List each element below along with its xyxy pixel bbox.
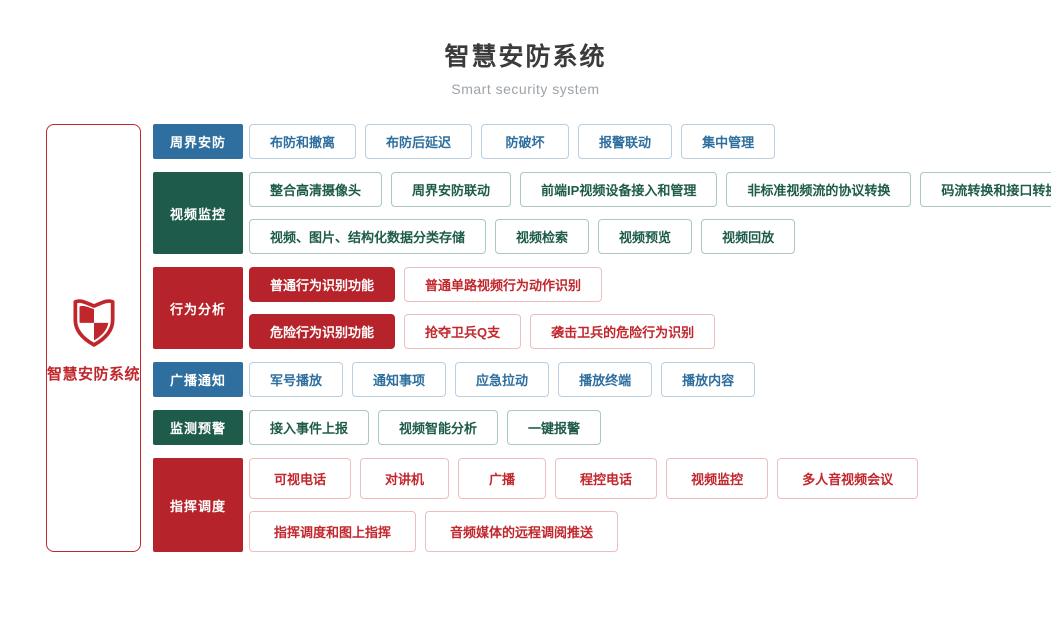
category-label-4[interactable]: 广播通知 bbox=[153, 362, 244, 397]
category-row-2: 视频监控整合高清摄像头周界安防联动前端IP视频设备接入和管理非标准视频流的协议转… bbox=[153, 172, 1051, 254]
category-label-3[interactable]: 行为分析 bbox=[153, 267, 244, 349]
item-line: 整合高清摄像头周界安防联动前端IP视频设备接入和管理非标准视频流的协议转换码流转… bbox=[249, 172, 1051, 207]
feature-item[interactable]: 多人音视频会议 bbox=[777, 458, 919, 499]
item-line: 视频、图片、结构化数据分类存储视频检索视频预览视频回放 bbox=[249, 219, 1051, 254]
feature-item[interactable]: 普通行为识别功能 bbox=[249, 267, 396, 302]
system-root-label: 智慧安防系统 bbox=[47, 365, 141, 383]
feature-item[interactable]: 一键报警 bbox=[507, 410, 602, 445]
feature-item[interactable]: 播放内容 bbox=[661, 362, 756, 397]
feature-item[interactable]: 前端IP视频设备接入和管理 bbox=[520, 172, 718, 207]
item-lines: 接入事件上报视频智能分析一键报警 bbox=[249, 410, 602, 445]
shield-icon bbox=[68, 293, 120, 349]
page-header: 智慧安防系统 Smart security system bbox=[0, 0, 1051, 97]
feature-item[interactable]: 广播 bbox=[458, 458, 547, 499]
item-line: 军号播放通知事项应急拉动播放终端播放内容 bbox=[249, 362, 756, 397]
item-lines: 整合高清摄像头周界安防联动前端IP视频设备接入和管理非标准视频流的协议转换码流转… bbox=[249, 172, 1051, 254]
feature-item[interactable]: 通知事项 bbox=[352, 362, 447, 397]
feature-item[interactable]: 可视电话 bbox=[249, 458, 352, 499]
feature-item[interactable]: 接入事件上报 bbox=[249, 410, 370, 445]
category-row-4: 广播通知军号播放通知事项应急拉动播放终端播放内容 bbox=[153, 362, 1051, 397]
feature-item[interactable]: 视频检索 bbox=[495, 219, 590, 254]
item-line: 普通行为识别功能普通单路视频行为动作识别 bbox=[249, 267, 715, 302]
feature-item[interactable]: 危险行为识别功能 bbox=[249, 314, 396, 349]
feature-item[interactable]: 指挥调度和图上指挥 bbox=[249, 511, 417, 552]
item-line: 接入事件上报视频智能分析一键报警 bbox=[249, 410, 602, 445]
category-row-1: 周界安防布防和撤离布防后延迟防破坏报警联动集中管理 bbox=[153, 124, 1051, 159]
item-line: 危险行为识别功能抢夺卫兵Q支袭击卫兵的危险行为识别 bbox=[249, 314, 716, 349]
feature-item[interactable]: 视频预览 bbox=[598, 219, 693, 254]
item-line: 可视电话对讲机广播程控电话视频监控多人音视频会议 bbox=[249, 458, 919, 499]
category-label-2[interactable]: 视频监控 bbox=[153, 172, 244, 254]
category-row-6: 指挥调度可视电话对讲机广播程控电话视频监控多人音视频会议指挥调度和图上指挥音频媒… bbox=[153, 458, 1051, 552]
item-lines: 布防和撤离布防后延迟防破坏报警联动集中管理 bbox=[249, 124, 776, 159]
feature-item[interactable]: 防破坏 bbox=[481, 124, 570, 159]
feature-item[interactable]: 报警联动 bbox=[578, 124, 673, 159]
feature-item[interactable]: 视频智能分析 bbox=[378, 410, 499, 445]
feature-item[interactable]: 整合高清摄像头 bbox=[249, 172, 383, 207]
category-label-5[interactable]: 监测预警 bbox=[153, 410, 244, 445]
feature-map: 周界安防布防和撤离布防后延迟防破坏报警联动集中管理视频监控整合高清摄像头周界安防… bbox=[153, 124, 1051, 552]
feature-item[interactable]: 普通单路视频行为动作识别 bbox=[404, 267, 603, 302]
category-label-6[interactable]: 指挥调度 bbox=[153, 458, 244, 552]
category-row-3: 行为分析普通行为识别功能普通单路视频行为动作识别危险行为识别功能抢夺卫兵Q支袭击… bbox=[153, 267, 1051, 349]
feature-item[interactable]: 集中管理 bbox=[681, 124, 776, 159]
item-lines: 普通行为识别功能普通单路视频行为动作识别危险行为识别功能抢夺卫兵Q支袭击卫兵的危… bbox=[249, 267, 716, 349]
feature-item[interactable]: 应急拉动 bbox=[455, 362, 550, 397]
feature-item[interactable]: 对讲机 bbox=[360, 458, 450, 499]
feature-item[interactable]: 军号播放 bbox=[249, 362, 344, 397]
feature-item[interactable]: 播放终端 bbox=[558, 362, 653, 397]
item-line: 布防和撤离布防后延迟防破坏报警联动集中管理 bbox=[249, 124, 776, 159]
item-lines: 可视电话对讲机广播程控电话视频监控多人音视频会议指挥调度和图上指挥音频媒体的远程… bbox=[249, 458, 919, 552]
system-root-panel: 智慧安防系统 bbox=[46, 124, 142, 552]
feature-item[interactable]: 布防后延迟 bbox=[365, 124, 473, 159]
feature-item[interactable]: 布防和撤离 bbox=[249, 124, 357, 159]
feature-item[interactable]: 袭击卫兵的危险行为识别 bbox=[530, 314, 716, 349]
feature-item[interactable]: 抢夺卫兵Q支 bbox=[404, 314, 522, 349]
diagram-content: 智慧安防系统 周界安防布防和撤离布防后延迟防破坏报警联动集中管理视频监控整合高清… bbox=[46, 124, 1051, 552]
feature-item[interactable]: 周界安防联动 bbox=[391, 172, 512, 207]
feature-item[interactable]: 视频、图片、结构化数据分类存储 bbox=[249, 219, 487, 254]
category-row-5: 监测预警接入事件上报视频智能分析一键报警 bbox=[153, 410, 1051, 445]
page-title: 智慧安防系统 bbox=[444, 43, 607, 71]
feature-item[interactable]: 程控电话 bbox=[555, 458, 658, 499]
feature-item[interactable]: 视频回放 bbox=[701, 219, 796, 254]
page-subtitle: Smart security system bbox=[451, 81, 600, 97]
feature-item[interactable]: 码流转换和接口转换 bbox=[920, 172, 1051, 207]
item-lines: 军号播放通知事项应急拉动播放终端播放内容 bbox=[249, 362, 756, 397]
feature-item[interactable]: 音频媒体的远程调阅推送 bbox=[425, 511, 619, 552]
feature-item[interactable]: 视频监控 bbox=[666, 458, 769, 499]
item-line: 指挥调度和图上指挥音频媒体的远程调阅推送 bbox=[249, 511, 918, 552]
feature-item[interactable]: 非标准视频流的协议转换 bbox=[726, 172, 912, 207]
category-label-1[interactable]: 周界安防 bbox=[153, 124, 244, 159]
